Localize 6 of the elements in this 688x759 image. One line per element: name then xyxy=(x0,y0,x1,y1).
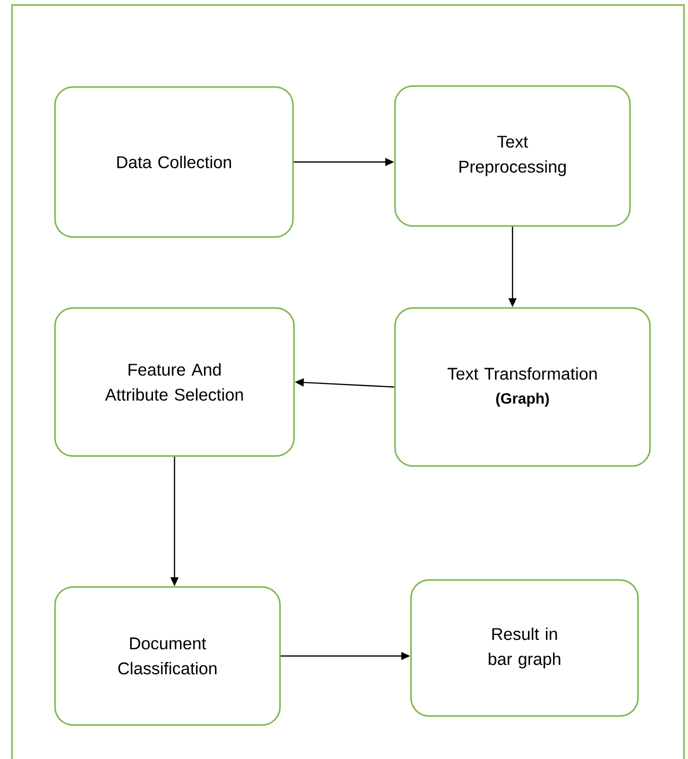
process-box: Text Transformation (Graph) xyxy=(394,307,651,467)
process-box: Data Collection xyxy=(54,86,294,238)
process-box: Document Classification xyxy=(54,586,281,726)
process-box: Result in bar graph xyxy=(410,579,639,717)
process-box: Text Preprocessing xyxy=(394,85,631,227)
process-box: Feature And Attribute Selection xyxy=(54,307,295,457)
